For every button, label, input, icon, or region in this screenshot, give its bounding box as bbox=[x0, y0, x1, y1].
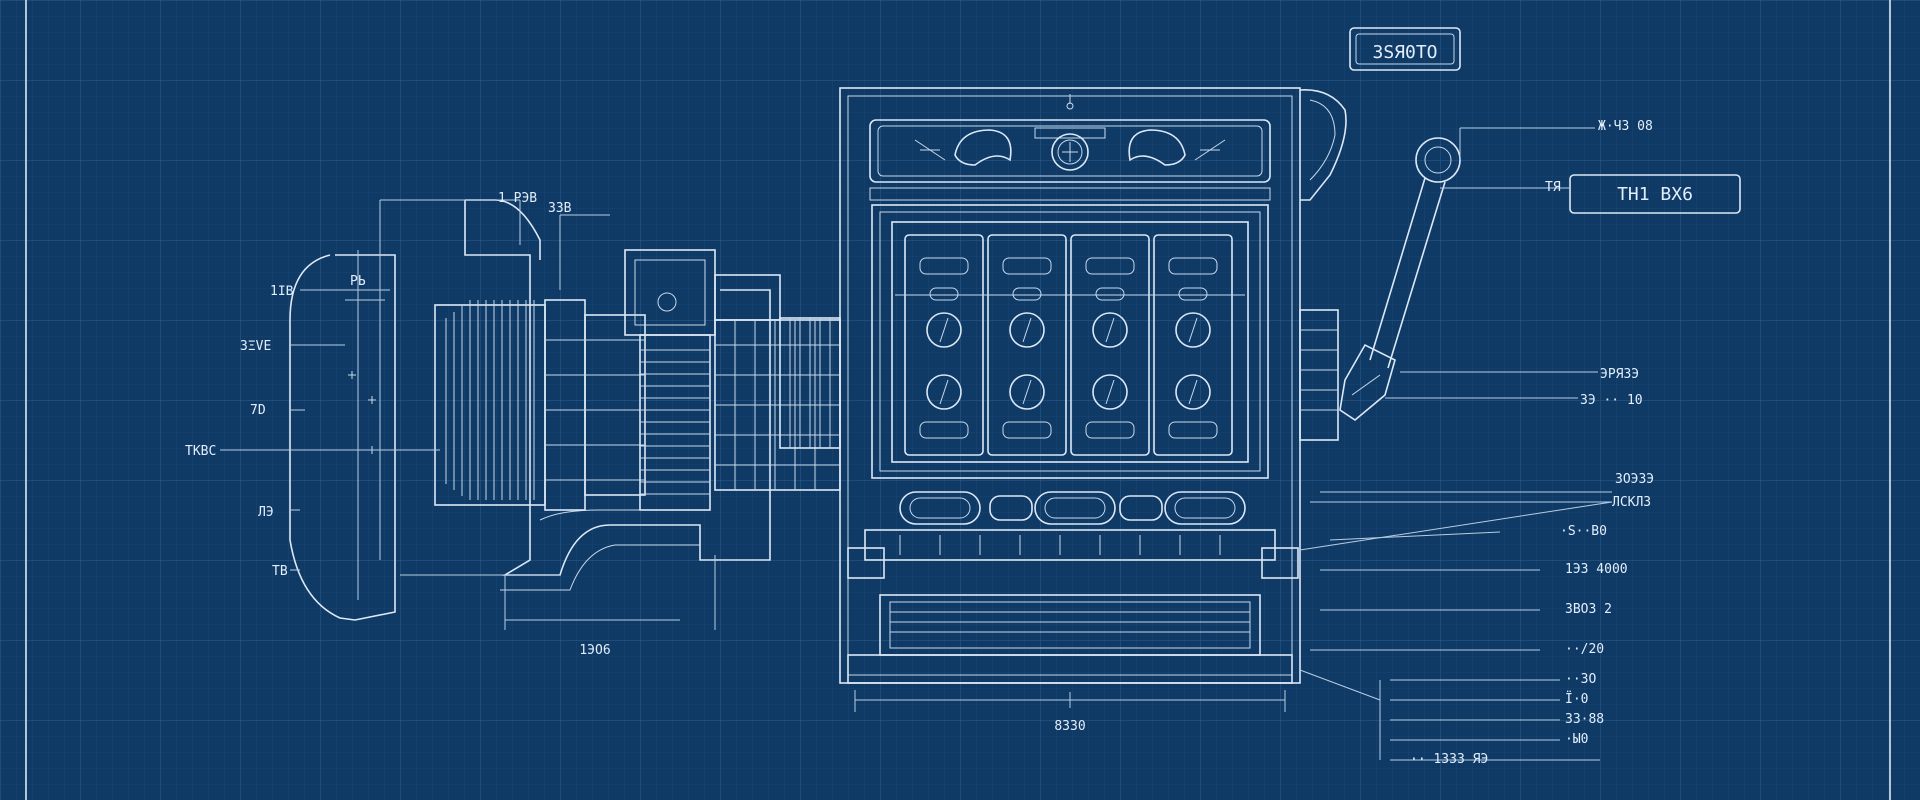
right-labels: Ж·ЧЗ 08 ТЯ ЭРЯЗЭ ЗЭ ·· 10 ЗОЭЗЭ ЛСКЛЗ ·Ѕ… bbox=[1410, 119, 1654, 767]
label-left-6: ТВ bbox=[272, 564, 288, 579]
reels bbox=[895, 234, 1245, 456]
reel-4 bbox=[1153, 234, 1233, 456]
label-right-list-5: ЗВОЗ 2 bbox=[1565, 602, 1612, 617]
label-right-list-2: ЛСКЛЗ bbox=[1612, 495, 1651, 510]
dim-bottom-label: 8330 bbox=[1054, 719, 1085, 734]
label-right-list-7: ··ЗО bbox=[1565, 672, 1596, 687]
label-left-5: ЛЭ bbox=[258, 505, 274, 520]
right-box-label: ТН1 ВХ6 bbox=[1617, 184, 1693, 205]
label-right-side-1: ЭРЯЗЭ bbox=[1600, 367, 1639, 382]
label-right-list-8: Ї·0 bbox=[1565, 691, 1588, 707]
part-label-box: ТН1 ВХ6 bbox=[1569, 174, 1741, 214]
label-right-side-2: ЗЭ ·· 10 bbox=[1580, 393, 1643, 408]
reel-3 bbox=[1070, 234, 1150, 456]
label-right-top-1: Ж·ЧЗ 08 bbox=[1598, 119, 1653, 134]
gear-teeth bbox=[445, 300, 535, 500]
label-top-left-3: РЬ bbox=[350, 274, 366, 289]
lever-arm bbox=[1339, 137, 1461, 421]
title-box-label: ЗSЯ0ТО bbox=[1372, 42, 1437, 63]
label-right-list-6: ··/20 bbox=[1565, 642, 1604, 657]
label-left-2: 3ΞVE bbox=[240, 339, 271, 354]
drawing-frame bbox=[25, 0, 1891, 800]
label-right-list-1: ЗОЭЗЭ bbox=[1615, 472, 1654, 487]
label-right-list-4: 1ЭЗ 4000 bbox=[1565, 562, 1628, 577]
reel-1 bbox=[904, 234, 984, 456]
right-leader-lines bbox=[1299, 127, 1613, 761]
label-right-list-11: ·· 13ЗЗ ЯЭ bbox=[1410, 752, 1488, 767]
label-left-4: ТКВС bbox=[185, 444, 216, 459]
label-top-left-1: 1 РЭВ bbox=[498, 191, 537, 206]
label-right-list-3: ·Ѕ··В0 bbox=[1560, 524, 1607, 539]
label-left-1: 1ΙΒ bbox=[270, 284, 294, 299]
motor-assembly bbox=[289, 199, 841, 621]
label-left-3: 7D bbox=[250, 403, 266, 418]
title-block: ЗSЯ0ТО bbox=[1349, 27, 1461, 71]
label-right-list-9: ЗЗ·88 bbox=[1565, 712, 1604, 727]
control-buttons bbox=[899, 491, 1246, 525]
reel-2 bbox=[987, 234, 1067, 456]
label-top-left-2: 3ЗВ bbox=[548, 201, 572, 216]
left-dimension-lines bbox=[220, 199, 716, 630]
dim-left-label: 1ЭО6 bbox=[579, 643, 610, 658]
slot-machine-cabinet: 8330 bbox=[839, 87, 1347, 734]
left-labels: 1ΙΒ 3ΞVE 7D ТКВС ЛЭ ТВ 1 РЭВ 3ЗВ РЬ 1ЭО6 bbox=[185, 191, 611, 658]
label-right-top-2: ТЯ bbox=[1545, 180, 1561, 195]
label-right-list-10: ·Ы0 bbox=[1565, 732, 1588, 747]
